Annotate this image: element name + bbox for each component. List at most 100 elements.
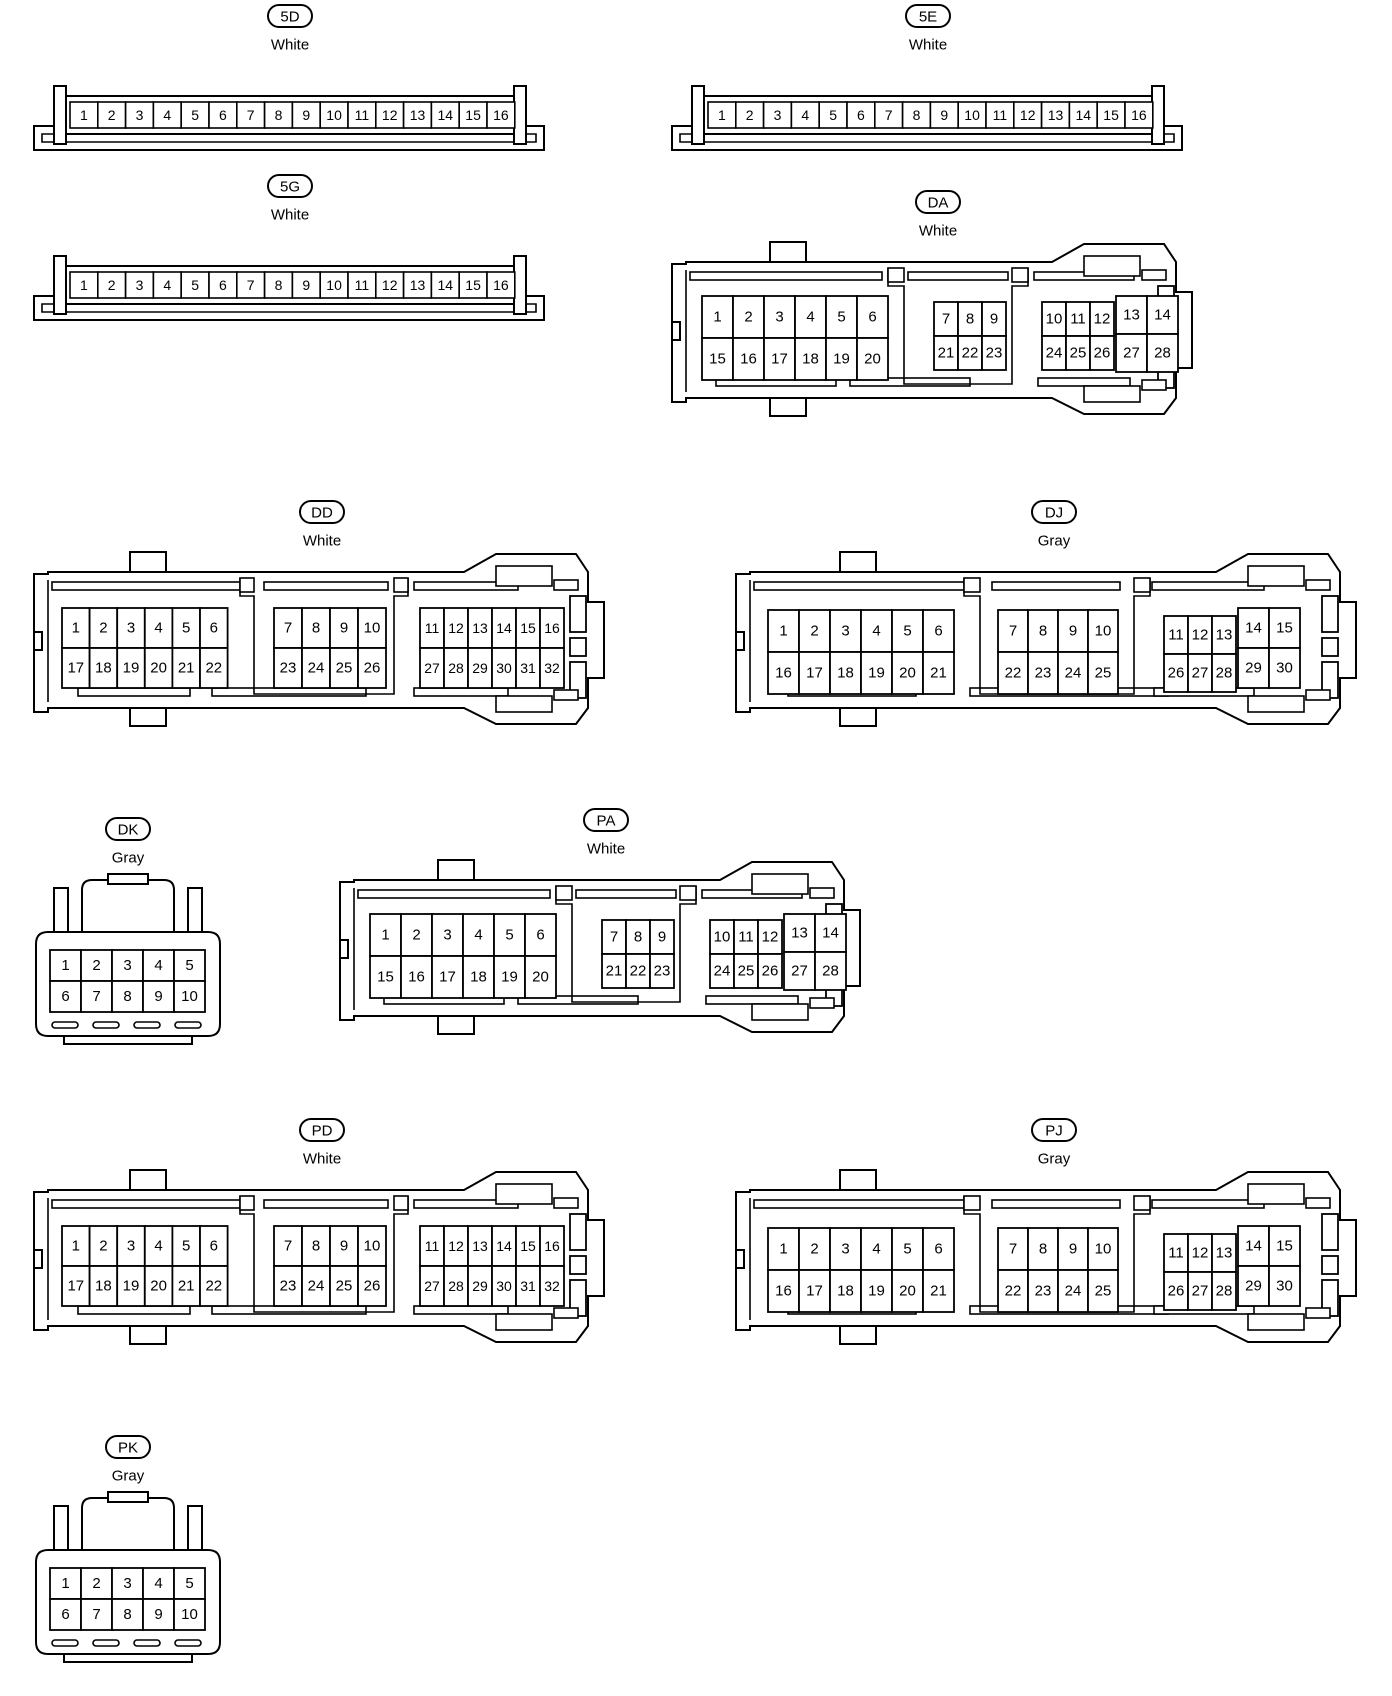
lock-slot	[133, 1021, 161, 1029]
code-badge	[905, 4, 951, 28]
pin-cell: 14	[491, 607, 517, 649]
pin-number: 3	[841, 1241, 849, 1258]
pin-cell: 11	[347, 271, 377, 299]
pin-cell: 19	[860, 651, 893, 695]
pin-cell: 14	[1237, 1225, 1270, 1267]
pin-number: 13	[1048, 107, 1064, 123]
pin-cell: 32	[539, 647, 565, 689]
pin-number: 8	[275, 107, 283, 123]
pin-number: 17	[67, 660, 84, 677]
pin-cell: 24	[301, 647, 331, 689]
pin-number: 1	[779, 623, 787, 640]
pin-cell: 12	[374, 271, 405, 299]
pin-cell: 9	[1057, 1227, 1089, 1271]
pin-cell: 21	[933, 335, 959, 371]
pin-number: 2	[746, 107, 754, 123]
pin-number: 11	[738, 929, 754, 946]
pin-number: 16	[408, 969, 425, 986]
pin-number: 27	[791, 963, 808, 980]
pin-cell: 1	[49, 949, 82, 982]
pin-number: 14	[822, 925, 839, 942]
pin-cell: 2	[88, 1225, 119, 1267]
pin-cell: 2	[798, 609, 831, 653]
pin-cell: 2	[97, 271, 127, 299]
pin-number: 15	[1276, 1238, 1293, 1255]
pin-number: 9	[302, 107, 310, 123]
pin-cell: 23	[981, 335, 1007, 371]
pin-number: 10	[364, 1238, 381, 1255]
pin-number: 18	[470, 969, 487, 986]
pin-number: 25	[336, 1278, 353, 1295]
pin-number: 12	[1020, 107, 1036, 123]
code-badge	[915, 190, 961, 214]
pin-number: 3	[127, 1238, 135, 1255]
pin-number: 24	[1065, 1283, 1082, 1300]
pin-cell: 3	[829, 1227, 862, 1271]
pin-cell: 22	[957, 335, 983, 371]
pin-number: 3	[841, 623, 849, 640]
connector-color: Gray	[1038, 1151, 1071, 1168]
pin-cell: 11	[1065, 301, 1091, 337]
pin-number: 25	[1095, 665, 1112, 682]
pin-cell: 11	[419, 1225, 445, 1267]
pin-number: 15	[520, 1238, 536, 1254]
pin-number: 13	[410, 107, 426, 123]
pin-cell: 10	[1087, 1227, 1119, 1271]
connector-code: DD	[311, 505, 333, 522]
pin-number: 30	[496, 660, 512, 676]
pin-number: 5	[185, 1575, 193, 1592]
pin-cell: 31	[515, 1265, 541, 1307]
pin-number: 4	[801, 107, 809, 123]
pin-cell: 26	[1089, 335, 1115, 371]
pin-number: 28	[1154, 345, 1171, 362]
pin-cell: 27	[1187, 653, 1213, 693]
pin-number: 31	[520, 660, 536, 676]
pin-number: 5	[903, 623, 911, 640]
pin-number: 29	[1245, 660, 1262, 677]
pin-cell: 1	[69, 101, 99, 129]
connector-color: White	[303, 1151, 341, 1168]
pin-cell: 1	[701, 295, 734, 339]
connector-color: White	[909, 37, 947, 54]
pin-number: 21	[178, 660, 195, 677]
pin-cell: 2	[88, 607, 119, 649]
connector-code: PJ	[1045, 1123, 1063, 1140]
pin-cell: 19	[116, 1265, 146, 1307]
pin-cell: 12	[1187, 1233, 1213, 1273]
pin-cell: 24	[709, 953, 735, 989]
pin-cell: 5	[891, 609, 924, 653]
pin-cell: 16	[486, 101, 516, 129]
pin-number: 10	[1046, 311, 1063, 328]
pin-number: 14	[496, 1238, 512, 1254]
pin-number: 1	[80, 277, 88, 293]
pin-number: 2	[744, 309, 752, 326]
pin-number: 32	[544, 660, 560, 676]
pin-cell: 2	[80, 949, 113, 982]
pin-number: 26	[762, 963, 779, 980]
connector-color: Gray	[1038, 533, 1071, 550]
pin-number: 11	[1168, 627, 1184, 644]
pin-number: 19	[868, 1283, 885, 1300]
pin-number: 3	[443, 927, 451, 944]
connector-code: PA	[597, 813, 616, 830]
pin-cell: 28	[443, 647, 469, 689]
pin-cell: 9	[142, 1598, 175, 1631]
pin-cell: 8	[957, 301, 983, 337]
pin-cell: 24	[1057, 1269, 1089, 1313]
pin-number: 6	[934, 623, 942, 640]
connector-header: PJ Gray	[1031, 1118, 1077, 1168]
pin-cell: 8	[263, 101, 294, 129]
pin-number: 14	[1245, 1238, 1262, 1255]
pin-cell: 13	[402, 271, 433, 299]
pin-cell: 9	[981, 301, 1007, 337]
pin-number: 7	[284, 1238, 292, 1255]
pin-number: 1	[72, 1238, 80, 1255]
pin-number: 12	[448, 1238, 464, 1254]
